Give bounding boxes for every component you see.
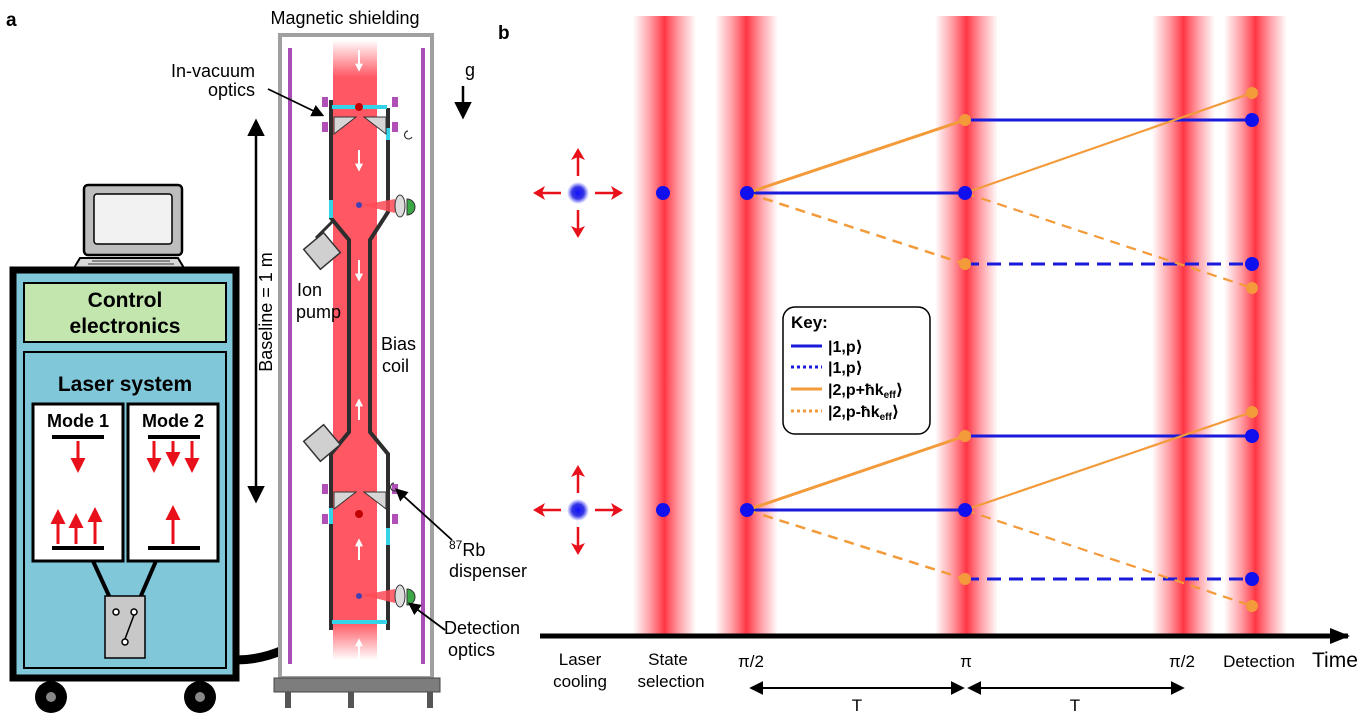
key-entry-4-sub: eff — [880, 412, 893, 423]
control-electronics-line1: Control — [88, 289, 163, 312]
legend-key: Key: |1,p⟩ |1,p⟩ |2,p+ħkeff⟩ |2,p-ħkeff⟩ — [782, 306, 931, 435]
detection-optics-label-2: optics — [448, 640, 495, 660]
magnetic-shielding: Magnetic shielding — [270, 8, 441, 708]
detection-optics-label-1: Detection — [444, 618, 520, 638]
rb-superscript: 87 — [449, 538, 463, 552]
key-entry-3-main: |2,p+ħk — [828, 382, 884, 399]
key-entry-2: |1,p⟩ — [828, 360, 863, 377]
trajectories-bottom — [746, 410, 1253, 608]
stage-state-selection-2: selection — [637, 672, 704, 691]
interval-t-2: T — [1070, 696, 1080, 714]
rb-dispenser-label: 87Rb — [449, 538, 485, 560]
mode-1-label: Mode 1 — [47, 411, 109, 431]
control-electronics-line2: electronics — [70, 315, 181, 338]
stage-pi-half-2: π/2 — [1169, 652, 1195, 671]
gravity-label: g — [465, 60, 475, 80]
key-title: Key: — [791, 313, 828, 332]
key-entry-4-tail: ⟩ — [892, 404, 899, 421]
key-entry-3-tail: ⟩ — [896, 382, 903, 399]
key-entry-4: |2,p-ħkeff⟩ — [828, 404, 899, 423]
laser-system-box: Laser system Mode 1 Mode 2 — [23, 351, 227, 669]
stage-labels: Laser cooling State selection π/2 π π/2 … — [553, 650, 1295, 691]
magnetic-shielding-label: Magnetic shielding — [270, 8, 419, 28]
detection-optics-pointer — [407, 602, 446, 631]
in-vacuum-optics-label-1: In-vacuum — [171, 61, 255, 81]
time-axis: Time — [540, 628, 1358, 672]
panel-b-label: b — [498, 23, 510, 44]
pulse-pi-half-1 — [715, 16, 778, 634]
interval-t-1: T — [852, 696, 862, 714]
pulse-detection — [1224, 16, 1287, 634]
stage-detection: Detection — [1223, 652, 1295, 671]
ion-pumps — [302, 231, 342, 463]
stage-laser-cooling-1: Laser — [559, 650, 602, 669]
stage-pi-half-1: π/2 — [738, 652, 764, 671]
stage-pi: π — [960, 652, 972, 671]
time-axis-label: Time — [1312, 649, 1358, 672]
ion-pump-label-2: pump — [296, 302, 341, 322]
baseline-arrow: Baseline = 1 m — [247, 118, 276, 504]
laser-cooling-arrows — [533, 148, 623, 555]
stage-laser-cooling-2: cooling — [553, 672, 607, 691]
computer-monitor-icon — [72, 183, 186, 269]
pulse-state-selection — [633, 16, 696, 634]
key-entry-4-main: |2,p-ħk — [828, 404, 880, 421]
rb-dispenser-pointer — [395, 488, 453, 541]
laser-system-label: Laser system — [58, 373, 192, 396]
mode-2-label: Mode 2 — [142, 411, 204, 431]
key-entry-3-sub: eff — [884, 390, 897, 401]
stage-state-selection-1: State — [648, 650, 688, 669]
key-entry-3: |2,p+ħkeff⟩ — [828, 382, 903, 401]
baseline-label: Baseline = 1 m — [256, 252, 276, 372]
rb-symbol: Rb — [462, 540, 485, 560]
atom-clouds — [567, 87, 1259, 612]
in-vacuum-optics-mirrors — [322, 97, 398, 524]
dispenser-label: dispenser — [449, 561, 527, 581]
panel-a-label: a — [6, 10, 17, 31]
trajectories-top — [746, 91, 1253, 290]
bias-coil-label-2: coil — [382, 356, 409, 376]
pulse-pi — [935, 16, 998, 634]
key-entry-1: |1,p⟩ — [828, 339, 863, 356]
in-vacuum-optics-pointer — [267, 88, 325, 117]
ion-pump-label-1: Ion — [297, 280, 322, 300]
interval-arrows: T T — [749, 681, 1185, 714]
control-electronics-box: Control electronics — [23, 282, 227, 343]
laser-pulses — [633, 16, 1287, 634]
switch-icon — [104, 595, 146, 659]
mode-1-box — [31, 402, 125, 563]
in-vacuum-optics-label-2: optics — [208, 80, 255, 100]
bias-coil-label-1: Bias — [381, 334, 416, 354]
